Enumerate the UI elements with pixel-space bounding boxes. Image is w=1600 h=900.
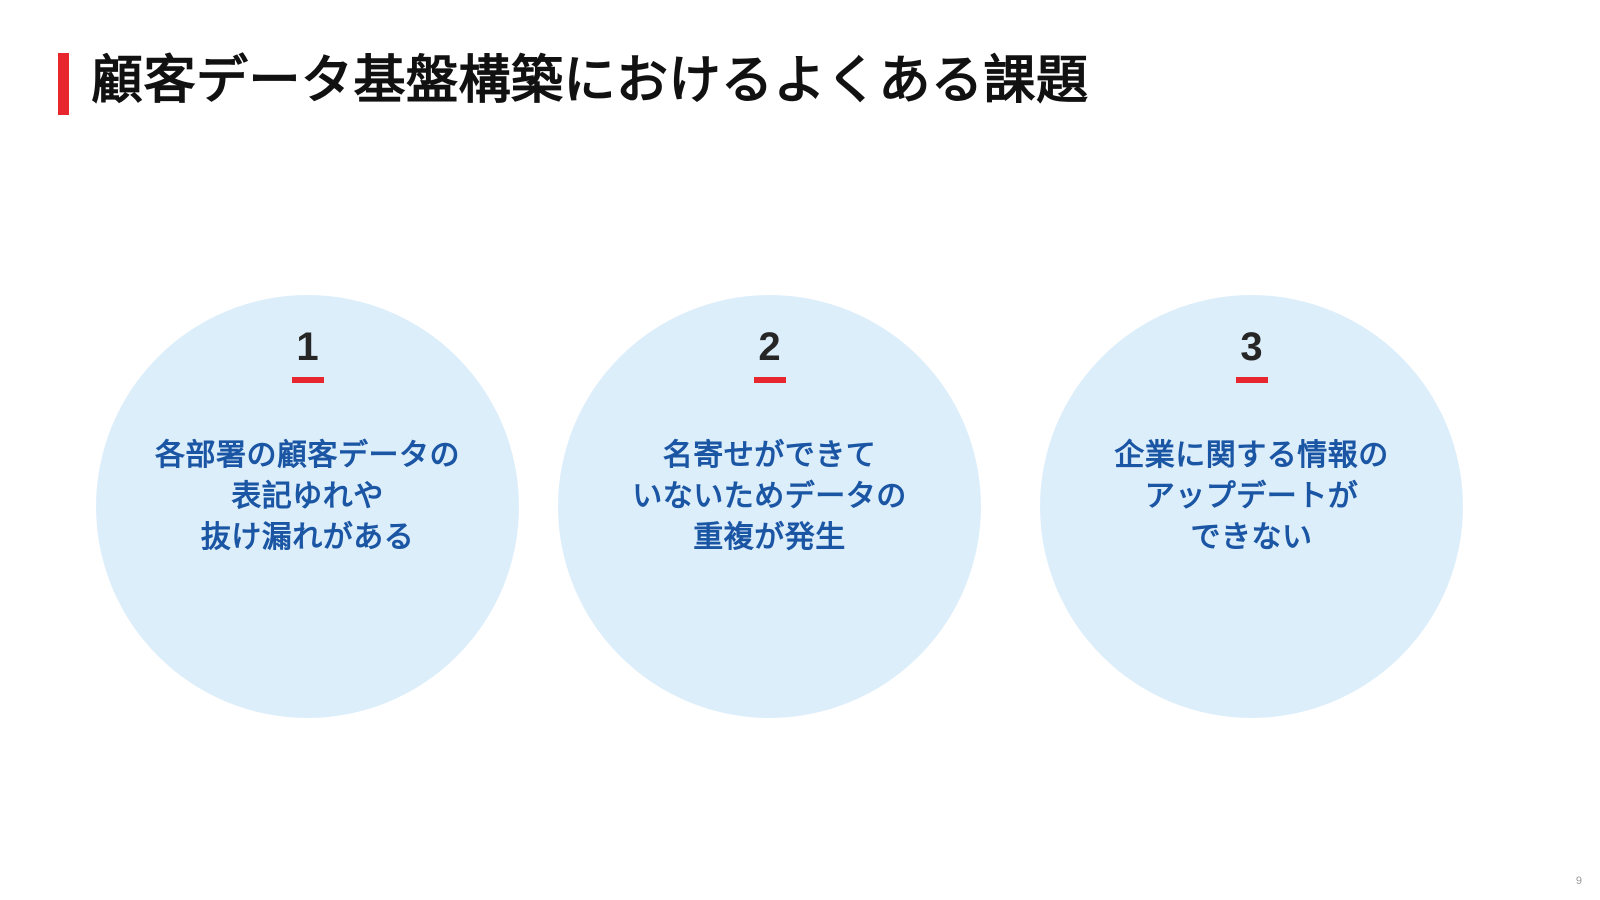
circle-text-1: 各部署の顧客データの 表記ゆれや 抜け漏れがある bbox=[96, 435, 519, 558]
circle-number-1: 1 bbox=[296, 325, 319, 369]
circle-text-line: 重複が発生 bbox=[693, 521, 846, 554]
page-title: 顧客データ基盤構築におけるよくある課題 bbox=[91, 52, 1089, 110]
circle-text-line: 抜け漏れがある bbox=[200, 521, 415, 554]
challenge-circles-row: 1 各部署の顧客データの 表記ゆれや 抜け漏れがある 2 名寄せができて いない… bbox=[0, 295, 1600, 725]
circle-text-line: 名寄せができて bbox=[662, 439, 877, 472]
circle-text-line: 各部署の顧客データの bbox=[155, 439, 460, 472]
circle-text-line: アップデートが bbox=[1144, 480, 1359, 513]
challenge-circle-3[interactable]: 3 企業に関する情報の アップデートが できない bbox=[1040, 295, 1463, 718]
title-accent-bar bbox=[58, 53, 69, 115]
circle-text-line: いないためデータの bbox=[632, 480, 907, 513]
circle-number-underline-2 bbox=[753, 377, 786, 383]
circle-text-2: 名寄せができて いないためデータの 重複が発生 bbox=[558, 435, 981, 558]
circle-text-line: 表記ゆれや bbox=[231, 480, 384, 513]
circle-number-3: 3 bbox=[1240, 325, 1263, 369]
circle-number-underline-3 bbox=[1235, 377, 1268, 383]
slide-title-block: 顧客データ基盤構築におけるよくある課題 bbox=[58, 50, 1089, 115]
page-number: 9 bbox=[1575, 875, 1582, 887]
challenge-circle-2[interactable]: 2 名寄せができて いないためデータの 重複が発生 bbox=[558, 295, 981, 718]
circle-number-underline-1 bbox=[291, 377, 324, 383]
circle-number-2: 2 bbox=[758, 325, 781, 369]
challenge-circle-1[interactable]: 1 各部署の顧客データの 表記ゆれや 抜け漏れがある bbox=[96, 295, 519, 718]
circle-text-3: 企業に関する情報の アップデートが できない bbox=[1040, 435, 1463, 558]
circle-text-line: 企業に関する情報の bbox=[1114, 439, 1389, 472]
circle-text-line: できない bbox=[1190, 521, 1313, 554]
